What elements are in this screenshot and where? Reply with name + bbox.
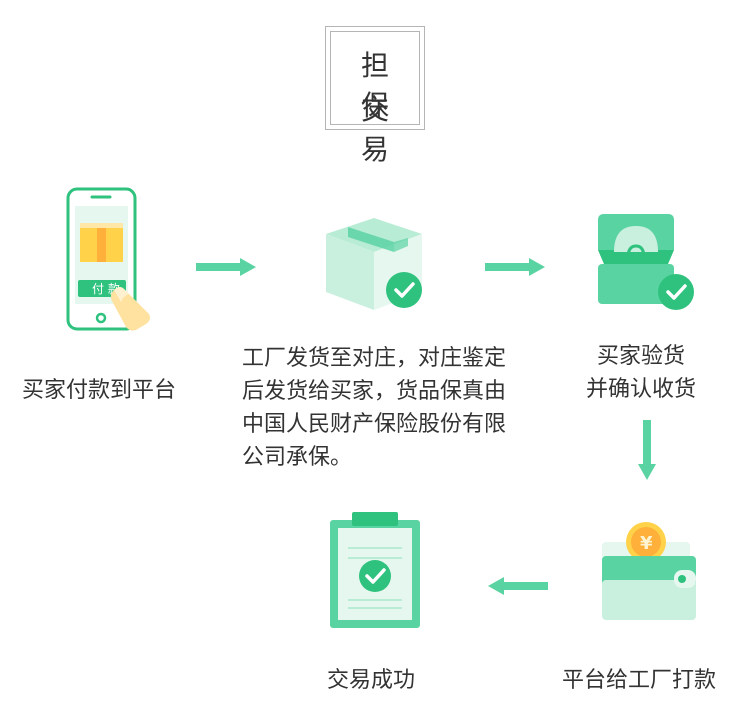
arrow-left-icon (488, 577, 548, 595)
title-line-1: 担 保 (360, 49, 401, 122)
clipboard-check-icon (330, 512, 420, 628)
step-inspect-line-1: 买家验货 (596, 344, 685, 369)
arrow-right-icon (196, 258, 256, 276)
step-inspect-label: 买家验货 并确认收货 (566, 340, 716, 406)
arrow-right-icon (485, 258, 545, 276)
step-ship-line: 公司承保。 (242, 445, 353, 470)
title-frame-outer (325, 26, 425, 130)
step-ship-description: 工厂发货至对庄，对庄鉴定 后发货给买家，货品保真由 中国人民财产保险股份有限 公… (242, 342, 542, 474)
title-line-2: 交 易 (360, 93, 401, 166)
step-payout-label: 平台给工厂打款 (562, 668, 717, 693)
step-pay-label: 买家付款到平台 (22, 378, 177, 403)
package-icon (326, 218, 422, 310)
step-ship-line: 后发货给买家，货品保真由 (242, 379, 507, 404)
ring-box-icon (598, 214, 694, 310)
arrow-down-icon (638, 420, 656, 480)
phone-payment-icon: 付 款 (66, 187, 150, 331)
title-frame-inner (330, 31, 420, 125)
wallet-coin-icon: ¥ (602, 522, 696, 620)
step-ship-line: 中国人民财产保险股份有限 (242, 412, 507, 437)
coin-symbol: ¥ (640, 533, 653, 554)
title-box: 担 保 交 易 (325, 26, 425, 166)
step-inspect-line-2: 并确认收货 (585, 377, 696, 402)
step-done-label: 交易成功 (327, 668, 416, 693)
step-ship-line: 工厂发货至对庄，对庄鉴定 (242, 346, 507, 371)
